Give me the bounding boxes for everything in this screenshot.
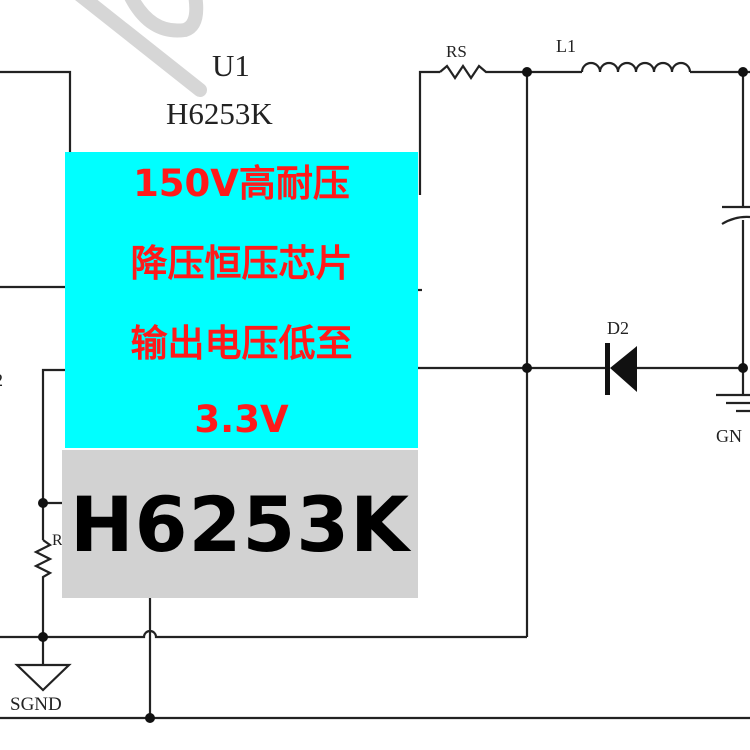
promo-line: 150V高耐压	[133, 162, 350, 205]
resistor-rs	[439, 64, 527, 80]
part-number-banner: H6253K	[62, 450, 418, 598]
gnd-symbol	[716, 393, 750, 413]
gnd-label: GN	[716, 426, 742, 446]
pin-label: 2	[0, 370, 3, 391]
part-number: H6253K	[69, 480, 411, 569]
promo-line: 输出电压低至	[130, 322, 353, 365]
ic-part-label: H6253K	[166, 96, 273, 131]
wire	[418, 70, 440, 195]
wire	[41, 368, 66, 540]
capacitor	[721, 205, 750, 225]
r-label: R	[52, 532, 63, 549]
sgnd-symbol	[14, 663, 72, 692]
diode-d2	[605, 343, 637, 395]
junction-dots	[38, 67, 748, 723]
d2-label: D2	[607, 318, 629, 338]
rs-label: RS	[446, 42, 467, 61]
promo-line: 降压恒压芯片	[130, 242, 353, 285]
promo-banner: 150V高耐压 降压恒压芯片 输出电压低至 3.3V	[65, 152, 418, 448]
promo-line: 3.3V	[194, 398, 289, 441]
ic-ref-label: U1	[212, 48, 250, 83]
watermark	[75, 0, 207, 97]
wire	[0, 629, 527, 639]
inductor-l1	[580, 61, 692, 73]
resistor-r	[33, 539, 53, 637]
sgnd-label: SGND	[10, 694, 62, 715]
wire	[0, 70, 72, 152]
l1-label: L1	[556, 36, 576, 56]
